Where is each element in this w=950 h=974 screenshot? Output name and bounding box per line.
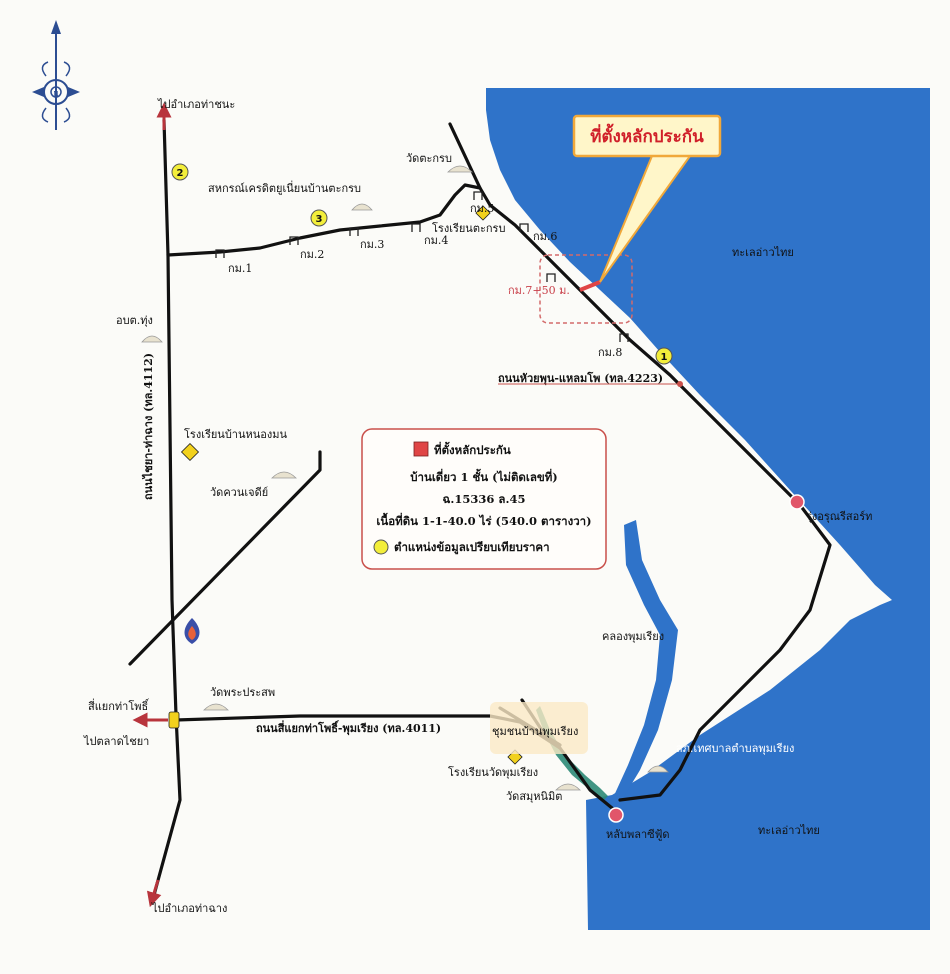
label-resort: รุ่งอรุณรีสอร์ท bbox=[806, 510, 872, 523]
label-km2: กม.2 bbox=[300, 248, 324, 261]
temple-icon bbox=[351, 203, 373, 211]
road-coastal bbox=[166, 183, 832, 802]
comparison-marker-2: 2 bbox=[171, 163, 189, 181]
km-post-icon bbox=[411, 223, 421, 232]
label-km4: กม.4 bbox=[424, 234, 448, 247]
temple-icon bbox=[271, 471, 297, 479]
km-post-icon bbox=[215, 249, 225, 258]
temple-icon bbox=[203, 703, 229, 711]
label-wat-phra-prasop: วัดพระประสพ bbox=[210, 686, 275, 699]
label-intersection: สี่แยกท่าโพธิ์ bbox=[88, 698, 150, 713]
temple-icon bbox=[141, 335, 163, 343]
label-school-nong-mon: โรงเรียนบ้านหนองมน bbox=[184, 427, 287, 441]
label-police: สภ.เทศบาลตำบลพุมเรียง bbox=[676, 742, 794, 755]
gas-station-icon bbox=[184, 618, 200, 644]
road-4112 bbox=[152, 118, 182, 897]
km-post-icon bbox=[619, 333, 629, 342]
callout-title: ที่ตั้งหลักประกัน bbox=[590, 123, 704, 147]
traffic-light-icon bbox=[168, 711, 180, 729]
label-wat-takrop: วัดตะกรบ bbox=[406, 152, 452, 165]
compass-n: N bbox=[53, 90, 58, 98]
label-obt-thung: อบต.ทุ่ง bbox=[116, 314, 153, 327]
label-canal: คลองพุมเรียง bbox=[602, 630, 664, 643]
community-highlight bbox=[490, 702, 588, 754]
property-marker bbox=[579, 280, 601, 292]
legend-marker-label: ตำแหน่งข้อมูลเปรียบเทียบราคา bbox=[394, 540, 550, 555]
svg-text:3: 3 bbox=[316, 214, 323, 225]
label-to-talad-chaiya: ไปตลาดไชยา bbox=[83, 735, 149, 748]
label-road-4223: ถนนหัวยพุน-แหลมโพ (ทล.4223) bbox=[498, 371, 663, 386]
label-wat-khuan: วัดควนเจดีย์ bbox=[210, 486, 268, 499]
km-post-icon bbox=[546, 273, 556, 282]
legend-line1: บ้านเดี่ยว 1 ชั้น (ไม่ติดเลขที่) bbox=[410, 468, 558, 484]
comparison-marker-3: 3 bbox=[310, 209, 328, 227]
label-to-tha-chana: ไปอำเภอท่าชนะ bbox=[157, 98, 235, 111]
label-coop: สหกรณ์เครดิตยูเนี่ยนบ้านตะกรบ bbox=[208, 180, 361, 195]
km-post-icon bbox=[349, 227, 359, 236]
label-school-takrop: โรงเรียนตะกรบ bbox=[432, 221, 505, 235]
temple-icons bbox=[141, 165, 669, 791]
svg-text:1: 1 bbox=[661, 352, 668, 363]
legend-line3: เนื้อที่ดิน 1-1-40.0 ไร่ (540.0 ตารางวา) bbox=[376, 512, 591, 528]
temple-icon bbox=[647, 765, 669, 773]
km-post-icon bbox=[473, 191, 483, 200]
canal-khlong-phumriang bbox=[612, 520, 678, 800]
legend-line2: ฉ.15336 ล.45 bbox=[443, 492, 526, 506]
label-road-4011: ถนนสี่แยกท่าโพธิ์-พุมเรียง (ทล.4011) bbox=[256, 720, 441, 736]
label-to-tha-chang: ไปอำเภอท่าฉาง bbox=[151, 902, 227, 915]
road-diagonal bbox=[128, 450, 322, 666]
temple-icon bbox=[555, 783, 581, 791]
svg-text:2: 2 bbox=[177, 168, 184, 179]
label-school-wat-phumriang: โรงเรียนวัดพุมเรียง bbox=[448, 765, 538, 779]
label-km1: กม.1 bbox=[228, 262, 252, 275]
label-km6: กม.6 bbox=[533, 230, 557, 243]
label-gulf-2: ทะเลอ่าวไทย bbox=[758, 824, 820, 837]
legend-property-swatch bbox=[413, 441, 429, 457]
label-gulf-1: ทะเลอ่าวไทย bbox=[732, 246, 794, 259]
resort-pin-icon bbox=[789, 494, 805, 510]
label-km5: กม.5 bbox=[470, 202, 494, 215]
label-plaza: หลับพลาซีฟู้ด bbox=[606, 828, 670, 841]
label-km8: กม.8 bbox=[598, 346, 622, 359]
label-km3: กม.3 bbox=[360, 238, 384, 251]
label-community: ชุมชนบ้านพุมเรียง bbox=[492, 725, 578, 738]
property-area-box bbox=[539, 254, 633, 324]
legend-property-label: ที่ตั้งหลักประกัน bbox=[434, 441, 511, 457]
label-wat-samut: วัดสมุหนิมิต bbox=[506, 790, 562, 803]
school-icon bbox=[180, 442, 200, 462]
sea-upper bbox=[486, 88, 930, 930]
compass-icon: N bbox=[32, 20, 80, 130]
km-post-icon bbox=[289, 236, 299, 245]
callout-box bbox=[572, 114, 722, 158]
temple-icon bbox=[447, 165, 473, 173]
road-takrop-north bbox=[448, 122, 482, 190]
label-km7: กม.7+50 ม. bbox=[508, 284, 570, 297]
road-4223-dot bbox=[677, 381, 683, 387]
plaza-pin-icon bbox=[608, 807, 624, 823]
legend-box bbox=[361, 428, 607, 570]
km-post-icon bbox=[519, 223, 529, 232]
label-road-4112: ถนนไชยา-ท่าฉาง (ทล.4112) bbox=[141, 353, 155, 500]
comparison-marker-1: 1 bbox=[655, 347, 673, 365]
school-icon bbox=[475, 205, 491, 221]
legend-marker-swatch bbox=[373, 539, 389, 555]
arrow-south bbox=[146, 879, 162, 908]
km-post-icons bbox=[215, 191, 629, 342]
